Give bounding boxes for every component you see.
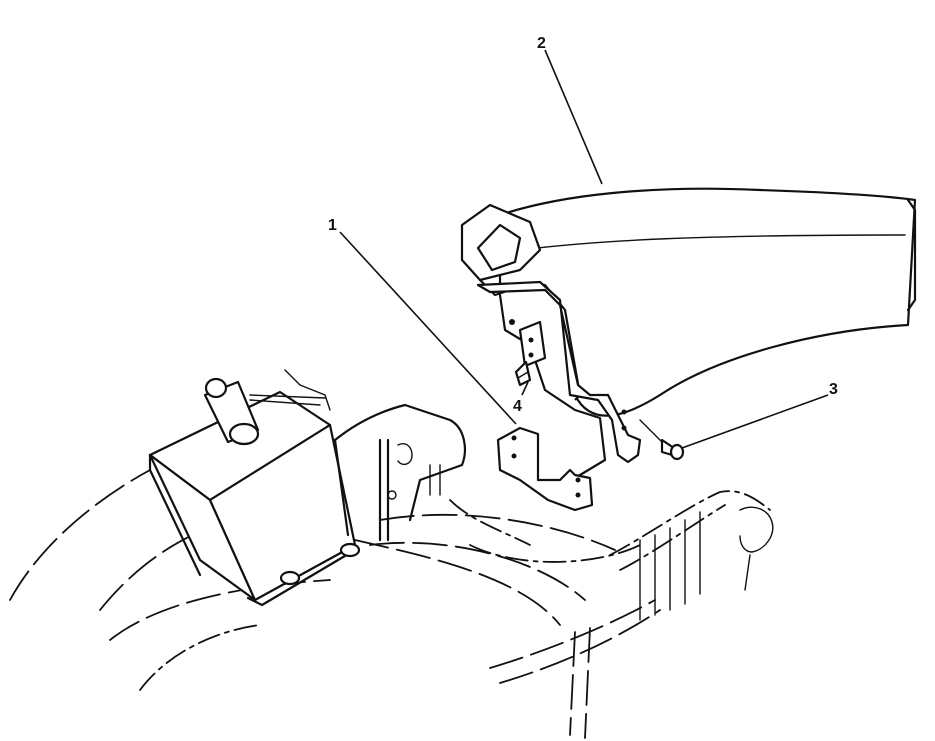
leader-4 [521, 381, 529, 396]
callout-1: 1 [328, 217, 337, 234]
callout-labels: 1 2 3 4 [328, 35, 838, 415]
part-4-clip [514, 360, 532, 387]
callout-3: 3 [829, 381, 838, 398]
leader-3 [681, 394, 829, 449]
part-3-screw [639, 419, 685, 461]
firewall-panel [333, 403, 466, 542]
part-2-air-duct [460, 187, 917, 417]
callout-leaders [339, 49, 829, 449]
callout-2: 2 [537, 35, 546, 52]
left-housing-assembly [148, 369, 361, 607]
part-1-mounting-bracket [476, 280, 642, 512]
callout-4: 4 [513, 398, 522, 415]
vehicle-body-outline [9, 469, 774, 739]
leader-2 [544, 49, 603, 185]
leader-1 [339, 231, 517, 425]
